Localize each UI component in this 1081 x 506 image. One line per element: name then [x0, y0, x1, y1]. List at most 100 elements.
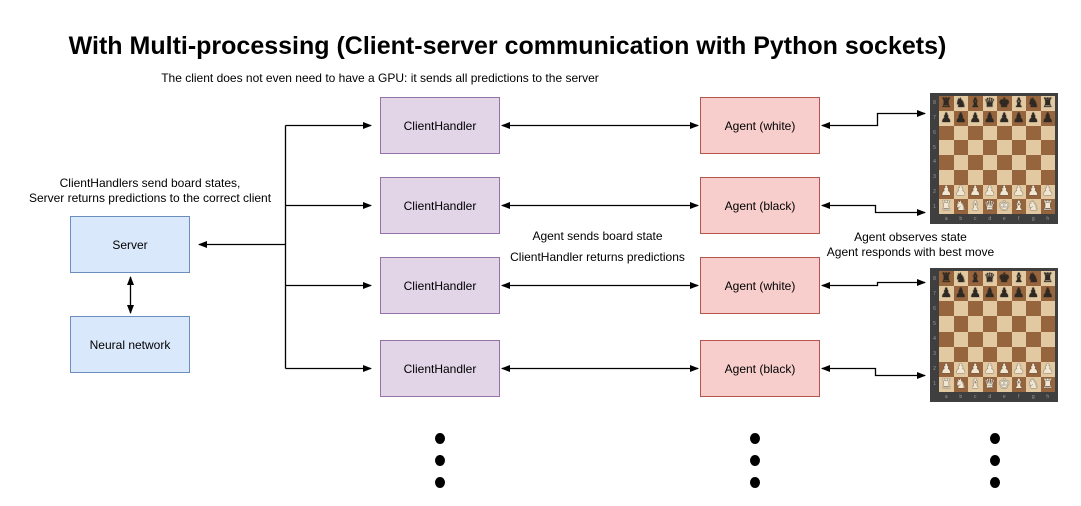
white-chess-piece-icon: ♞ — [954, 376, 967, 392]
chess-square: ♟ — [982, 361, 997, 377]
black-chess-piece-icon: ♞ — [1027, 96, 1040, 111]
chess-square: ♜ — [1040, 199, 1055, 214]
chess-square — [968, 316, 983, 332]
chess-square: ♝ — [1011, 271, 1026, 287]
chess-square — [939, 155, 954, 170]
chess-square: ♟ — [1026, 184, 1041, 200]
chess-square — [953, 331, 968, 347]
chess-square — [1011, 169, 1026, 185]
agent-board-arrow-4 — [821, 365, 926, 379]
chess-grid: ♜♞♝♛♚♝♞♜♟♟♟♟♟♟♟♟♟♟♟♟♟♟♟♟♜♞♝♛♚♝♞♜ — [939, 96, 1055, 214]
note-agent-line2: Agent responds with best move — [826, 245, 995, 259]
chess-square: ♚ — [997, 271, 1012, 287]
chess-square: ♟ — [1026, 361, 1041, 377]
chess-square — [982, 169, 997, 185]
chess-square: ♞ — [1026, 271, 1041, 287]
black-chess-piece-icon: ♟ — [940, 286, 953, 302]
black-chess-piece-icon: ♟ — [983, 110, 996, 126]
agent-board-arrow-1 — [821, 110, 926, 129]
chess-square — [997, 169, 1012, 185]
chess-square — [997, 125, 1012, 141]
white-chess-piece-icon: ♟ — [1027, 184, 1040, 200]
chess-square: ♟ — [1026, 110, 1041, 126]
white-chess-piece-icon: ♟ — [1041, 184, 1054, 200]
client-handler-label: ClientHandler — [403, 198, 477, 213]
agent-white-node-2: Agent (white) — [700, 257, 820, 314]
chess-square — [1011, 125, 1026, 141]
chess-square: ♚ — [997, 199, 1012, 214]
ellipsis-dots-agents — [750, 433, 760, 488]
black-chess-piece-icon: ♟ — [998, 286, 1011, 302]
chess-square — [953, 140, 968, 155]
white-chess-piece-icon: ♟ — [998, 361, 1011, 377]
chess-square: ♟ — [968, 361, 983, 377]
neural-network-node-label: Neural network — [89, 337, 171, 352]
chess-square — [982, 331, 997, 347]
white-chess-piece-icon: ♟ — [940, 361, 953, 377]
chess-square — [1040, 331, 1055, 347]
chess-square — [1040, 140, 1055, 155]
black-chess-piece-icon: ♟ — [954, 286, 967, 302]
dot — [750, 455, 760, 466]
chess-square: ♞ — [953, 199, 968, 214]
chess-square — [953, 169, 968, 185]
black-chess-piece-icon: ♟ — [1012, 286, 1025, 302]
chess-square: ♟ — [968, 184, 983, 200]
chess-square: ♟ — [982, 286, 997, 302]
note-agent-board-communication: Agent observes state Agent responds with… — [808, 230, 1013, 260]
chess-square: ♟ — [968, 110, 983, 126]
white-chess-piece-icon: ♟ — [969, 361, 982, 377]
chess-square — [968, 140, 983, 155]
chess-square — [997, 346, 1012, 362]
chess-square — [953, 301, 968, 317]
agent-board-arrow-2 — [821, 202, 926, 216]
chess-square: ♛ — [982, 376, 997, 392]
black-chess-piece-icon: ♚ — [998, 271, 1011, 287]
white-chess-piece-icon: ♟ — [954, 361, 967, 377]
chess-square: ♛ — [982, 271, 997, 287]
black-chess-piece-icon: ♟ — [1041, 110, 1054, 126]
chess-square — [953, 125, 968, 141]
chess-square: ♜ — [1040, 271, 1055, 287]
chess-square: ♞ — [953, 96, 968, 111]
chess-square — [982, 316, 997, 332]
white-chess-piece-icon: ♟ — [983, 184, 996, 200]
chess-square: ♞ — [1026, 376, 1041, 392]
black-chess-piece-icon: ♟ — [969, 286, 982, 302]
black-chess-piece-icon: ♜ — [1041, 96, 1054, 111]
chess-square — [1011, 331, 1026, 347]
chess-square — [1026, 169, 1041, 185]
chess-square: ♟ — [1040, 286, 1055, 302]
black-chess-piece-icon: ♚ — [998, 96, 1011, 111]
server-node: Server — [70, 216, 190, 273]
chess-square: ♟ — [1011, 184, 1026, 200]
chess-square: ♜ — [1040, 376, 1055, 392]
chess-square — [1011, 155, 1026, 170]
chess-square — [968, 346, 983, 362]
black-chess-piece-icon: ♞ — [954, 96, 967, 111]
chess-square — [939, 140, 954, 155]
chess-square: ♟ — [1040, 110, 1055, 126]
white-chess-piece-icon: ♛ — [983, 199, 996, 214]
black-chess-piece-icon: ♟ — [1012, 110, 1025, 126]
chess-square — [968, 155, 983, 170]
chess-square: ♜ — [939, 96, 954, 111]
chess-square: ♛ — [982, 199, 997, 214]
black-chess-piece-icon: ♟ — [969, 110, 982, 126]
dot — [990, 433, 1000, 444]
chess-square: ♞ — [1026, 96, 1041, 111]
white-chess-piece-icon: ♝ — [969, 376, 982, 392]
ellipsis-dots-client-handlers — [435, 433, 445, 488]
chess-square: ♟ — [939, 286, 954, 302]
chess-square: ♟ — [997, 361, 1012, 377]
chess-square: ♟ — [997, 184, 1012, 200]
note-server-communication: ClientHandlers send board states, Server… — [20, 176, 280, 206]
client-handler-node-2: ClientHandler — [380, 177, 500, 234]
chess-square — [968, 301, 983, 317]
chess-square — [968, 331, 983, 347]
